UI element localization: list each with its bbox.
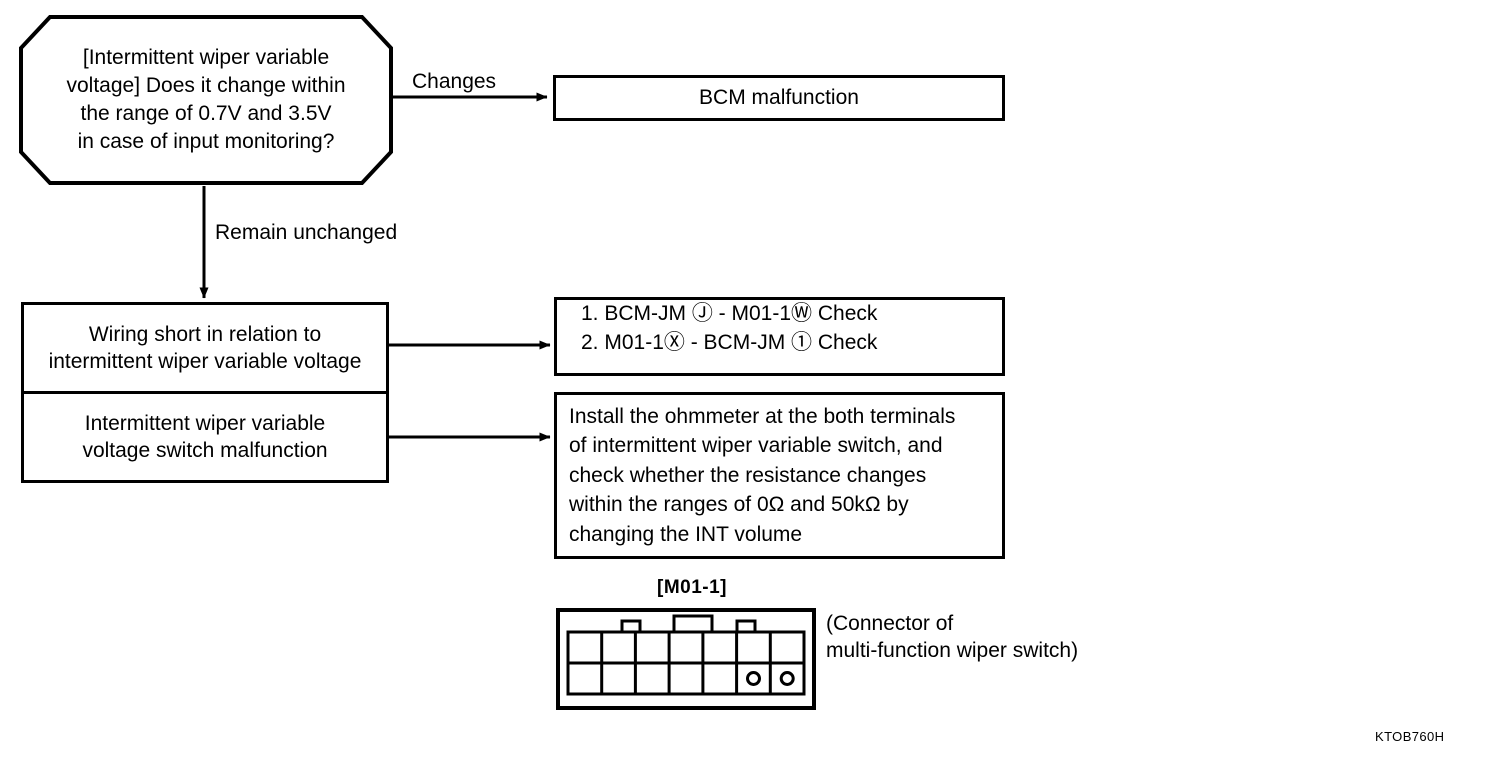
connector-caption: (Connector of multi-function wiper switc… [826,612,1079,663]
cause-row-switch-malfunction: Intermittent wiper variable voltage swit… [24,391,386,480]
connector-illustration [556,608,816,715]
pin-marker-r2c6 [746,671,761,686]
edge-label-changes: Changes [412,70,497,93]
octagon-shape [19,15,393,185]
check-item-2: 2. M01-1Ⓧ - BCM-JM ① Check [581,330,878,354]
causes-box: Wiring short in relation to intermittent… [21,302,389,483]
reference-code: KTOB760H [1375,729,1445,744]
pin-marker-r2c7 [779,671,795,686]
outcome-box-text: BCM malfunction [699,86,859,110]
connector-tab-center [672,614,714,635]
procedure-box: Install the ohmmeter at the both termina… [554,392,1005,559]
procedure-box-text: Install the ohmmeter at the both termina… [569,405,956,546]
check-item-1: 1. BCM-JM Ⓙ - M01-1Ⓦ Check [581,302,878,325]
checks-box: 1. BCM-JM Ⓙ - M01-1Ⓦ Check 2. M01-1Ⓧ - B… [554,297,1005,376]
decision-node: [Intermittent wiper variable voltage] Do… [18,14,394,186]
decision-text: [Intermittent wiper variable voltage] Do… [66,46,346,153]
cause-row-wiring-short-text: Wiring short in relation to intermittent… [48,322,362,373]
outcome-box-bcm-malfunction: BCM malfunction [553,75,1005,121]
edge-label-remain-unchanged: Remain unchanged [215,221,398,244]
connector-title: [M01-1] [657,577,728,598]
cause-row-switch-malfunction-text: Intermittent wiper variable voltage swit… [82,411,328,462]
cause-row-wiring-short: Wiring short in relation to intermittent… [24,305,386,391]
